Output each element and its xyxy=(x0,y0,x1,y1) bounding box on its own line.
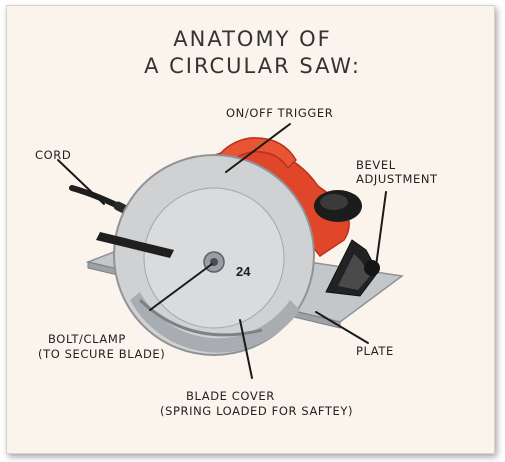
motor-end-cap-highlight xyxy=(320,194,348,210)
label-bevel-line-2: ADJUSTMENT xyxy=(356,172,438,186)
leader-bolt xyxy=(149,263,213,311)
label-blade-cover-line-1: BLADE COVER xyxy=(186,389,275,403)
leader-bevel xyxy=(375,191,387,267)
bevel-knob xyxy=(364,260,380,276)
label-cord: CORD xyxy=(35,148,72,162)
bevel-bracket-inner xyxy=(338,254,370,290)
leader-cord xyxy=(57,159,105,205)
label-bolt-clamp-line-2: (TO SECURE BLADE) xyxy=(38,347,166,361)
leader-trigger xyxy=(225,123,291,173)
leader-cover xyxy=(239,319,253,379)
label-blade-cover-line-2: (SPRING LOADED FOR SAFTEY) xyxy=(160,404,354,418)
label-plate: PLATE xyxy=(356,344,394,358)
leader-plate xyxy=(315,311,369,344)
label-bolt-clamp-line-1: BOLT/CLAMP xyxy=(48,332,126,346)
title-line-1: ANATOMY OF xyxy=(173,27,332,51)
label-bevel-line-1: BEVEL xyxy=(356,158,396,172)
depth-lever xyxy=(96,232,174,258)
label-on-off-trigger: ON/OFF TRIGGER xyxy=(226,106,334,120)
blade-guard-shadow xyxy=(130,292,300,353)
blade-number: 24 xyxy=(236,264,251,279)
title-line-2: A CIRCULAR SAW: xyxy=(144,54,361,78)
